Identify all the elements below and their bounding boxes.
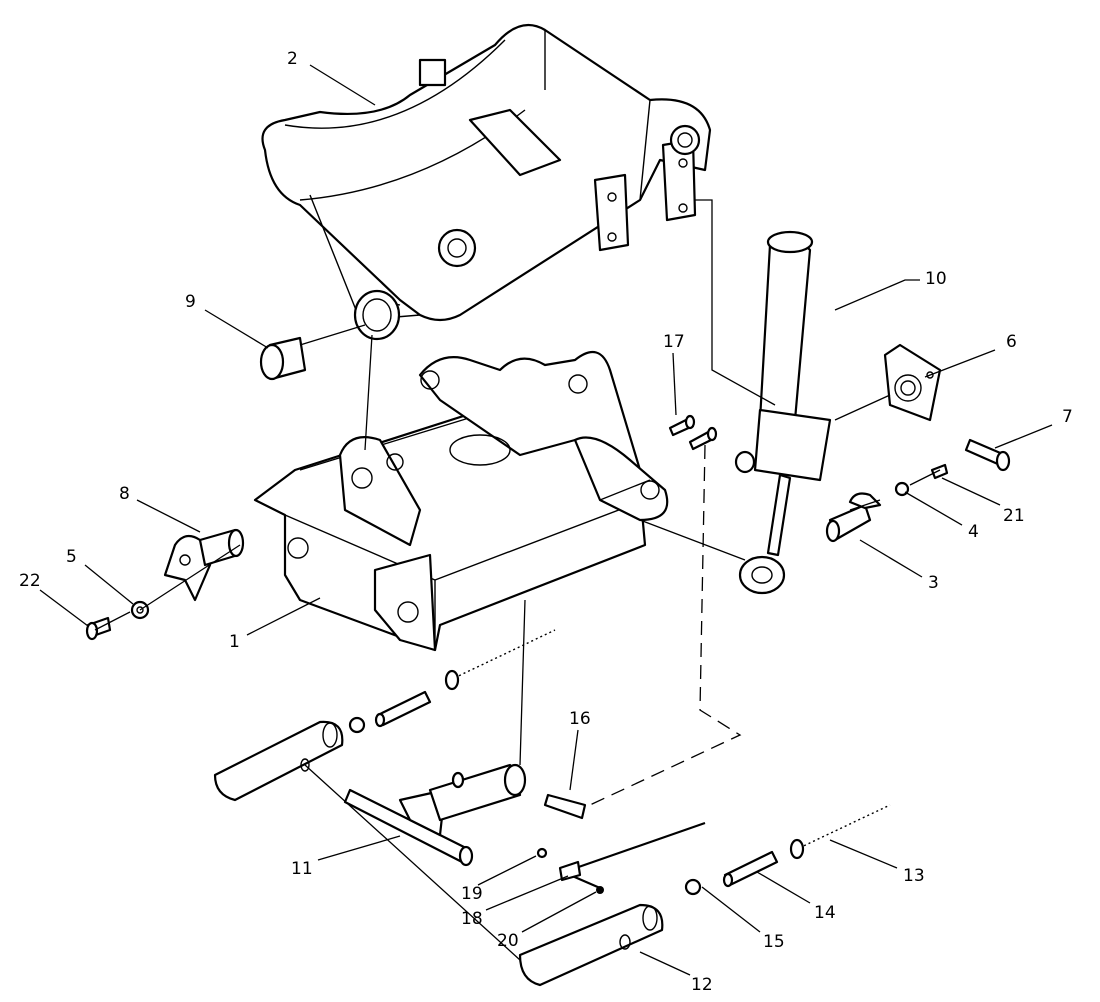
callout-18: 18 (461, 875, 569, 929)
part-rod-14 (722, 850, 779, 888)
part-cable-18 (558, 821, 706, 890)
callout-22: 22 (19, 571, 89, 627)
part-spring-13 (789, 804, 891, 860)
callout-10: 10 (834, 269, 947, 311)
part-screw-22 (85, 616, 112, 641)
assembly-lines (94, 199, 941, 961)
part-clevis-16 (543, 793, 587, 820)
part-spring-upper (444, 629, 556, 691)
callout-7: 7 (994, 407, 1073, 449)
svg-text:6: 6 (1006, 332, 1017, 352)
part-screws-17 (668, 414, 718, 451)
callout-8: 8 (119, 484, 201, 533)
callout-20: 20 (497, 891, 597, 951)
part-locking-pin-12 (518, 903, 664, 987)
svg-text:18: 18 (461, 909, 483, 929)
callout-17: 17 (663, 332, 685, 416)
callout-9: 9 (185, 292, 269, 349)
svg-text:12: 12 (691, 975, 713, 995)
callout-5: 5 (66, 547, 134, 605)
callouts: 1 2 3 4 5 6 7 8 9 10 11 12 13 14 15 16 1… (19, 49, 1073, 995)
part-nut-upper (348, 716, 366, 734)
svg-text:22: 22 (19, 571, 41, 591)
callout-19: 19 (461, 855, 537, 904)
callout-14: 14 (756, 871, 836, 923)
callout-3: 3 (859, 539, 939, 593)
svg-text:3: 3 (928, 573, 939, 593)
part-locking-pin-upper (213, 720, 344, 802)
svg-text:9: 9 (185, 292, 196, 312)
part-hydraulic-cylinder (734, 230, 832, 595)
svg-text:7: 7 (1062, 407, 1073, 427)
part-mounting-block (883, 343, 942, 422)
svg-text:15: 15 (763, 932, 785, 952)
svg-text:16: 16 (569, 709, 591, 729)
callout-16: 16 (569, 709, 591, 791)
svg-text:2: 2 (287, 49, 298, 69)
svg-text:20: 20 (497, 931, 519, 951)
svg-text:8: 8 (119, 484, 130, 504)
part-latch-pin (163, 528, 245, 602)
svg-text:14: 14 (814, 903, 836, 923)
part-bolt-7 (964, 438, 1011, 472)
part-upper-frame (261, 23, 712, 341)
svg-text:10: 10 (925, 269, 947, 289)
part-ball-20 (596, 886, 604, 894)
part-nut-15 (684, 878, 702, 896)
part-bushing (259, 336, 307, 381)
svg-text:11: 11 (291, 859, 313, 879)
svg-text:5: 5 (66, 547, 77, 567)
part-screw-21 (930, 463, 949, 480)
svg-text:13: 13 (903, 866, 925, 886)
part-pin-3 (825, 492, 882, 543)
part-rod-upper (374, 690, 432, 728)
svg-text:19: 19 (461, 884, 483, 904)
callout-15: 15 (701, 886, 785, 952)
callout-13: 13 (829, 839, 925, 886)
part-screw-19 (536, 847, 548, 859)
svg-text:1: 1 (229, 632, 240, 652)
callout-2: 2 (287, 49, 376, 106)
callout-11: 11 (291, 835, 401, 879)
svg-text:21: 21 (1003, 506, 1025, 526)
callout-1: 1 (229, 597, 321, 652)
callout-12: 12 (639, 951, 713, 995)
callout-21: 21 (941, 477, 1025, 526)
part-main-body (253, 350, 669, 652)
svg-text:17: 17 (663, 332, 685, 352)
callout-4: 4 (904, 491, 979, 542)
callout-6: 6 (924, 332, 1017, 378)
svg-text:4: 4 (968, 522, 979, 542)
part-small-cylinder (398, 763, 527, 837)
